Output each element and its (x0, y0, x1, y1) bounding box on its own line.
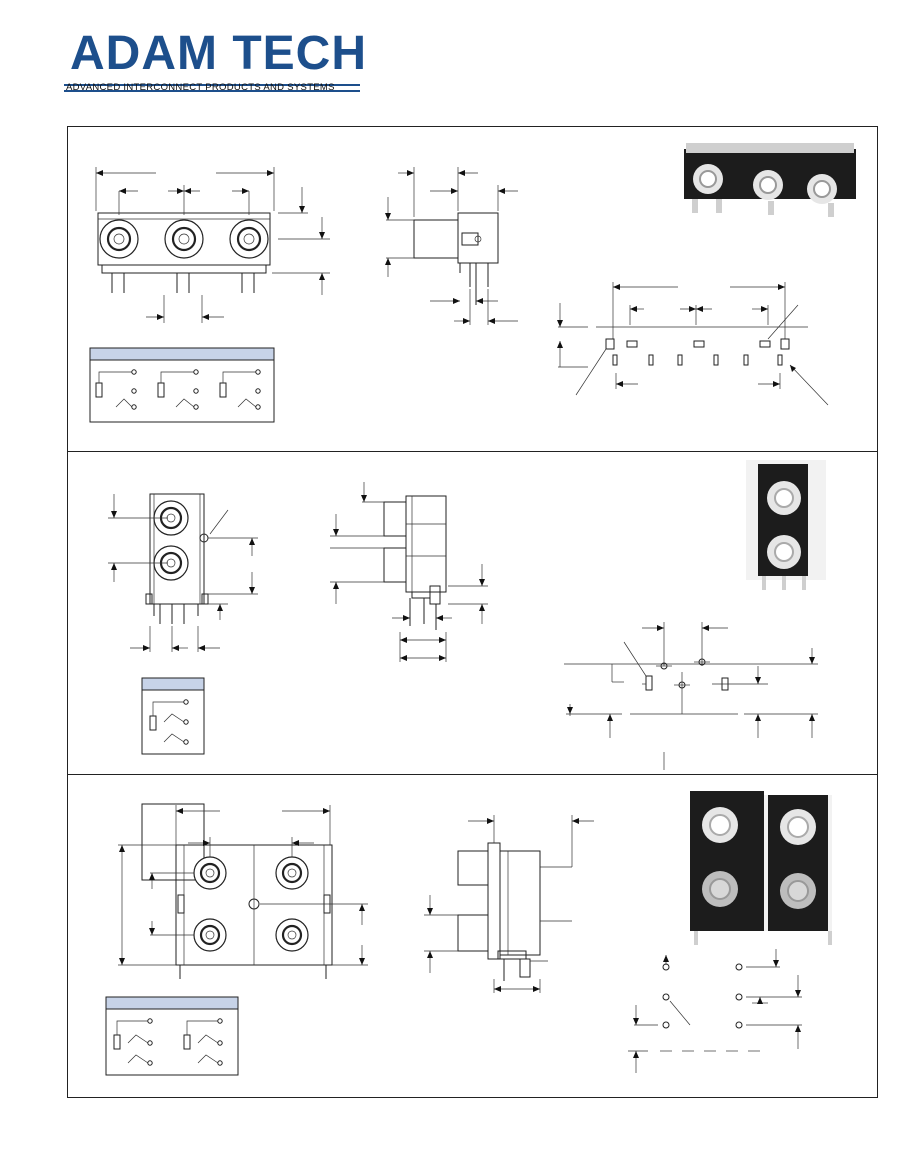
logo-underline (64, 84, 360, 92)
pcb-layout-dual (564, 622, 818, 770)
brand-tagline: ADVANCED INTERCONNECT PRODUCTS AND SYSTE… (66, 82, 335, 93)
panel-1-drawing (89, 143, 856, 423)
product-photo-triple (684, 143, 856, 217)
schematic-legend (141, 803, 205, 881)
front-view-drawing (118, 805, 368, 979)
front-view-drawing (108, 493, 258, 652)
panel-dual-vertical (68, 452, 877, 881)
schematic-legend-quad (105, 996, 239, 1076)
panel-quad-2x2 (68, 775, 877, 1097)
side-view-drawing (385, 167, 518, 325)
schematic-legend (89, 347, 275, 423)
panel-2-drawing (108, 460, 826, 881)
brand-logo: ADAM TECH (64, 27, 367, 100)
side-view-drawing (424, 815, 594, 993)
front-view-drawing (95, 167, 330, 323)
brand-name: ADAM TECH (70, 27, 367, 80)
pcb-layout-triple (557, 282, 829, 406)
panel-triple-horizontal (68, 127, 877, 452)
product-photo-quad (690, 791, 832, 945)
side-view-drawing (330, 482, 488, 662)
product-photo-dual (746, 460, 826, 590)
pcb-layout-quad (628, 949, 802, 1073)
drawing-frame (67, 126, 878, 1098)
panel-3-drawing (105, 791, 832, 1076)
schematic-legend-dual (141, 677, 205, 755)
